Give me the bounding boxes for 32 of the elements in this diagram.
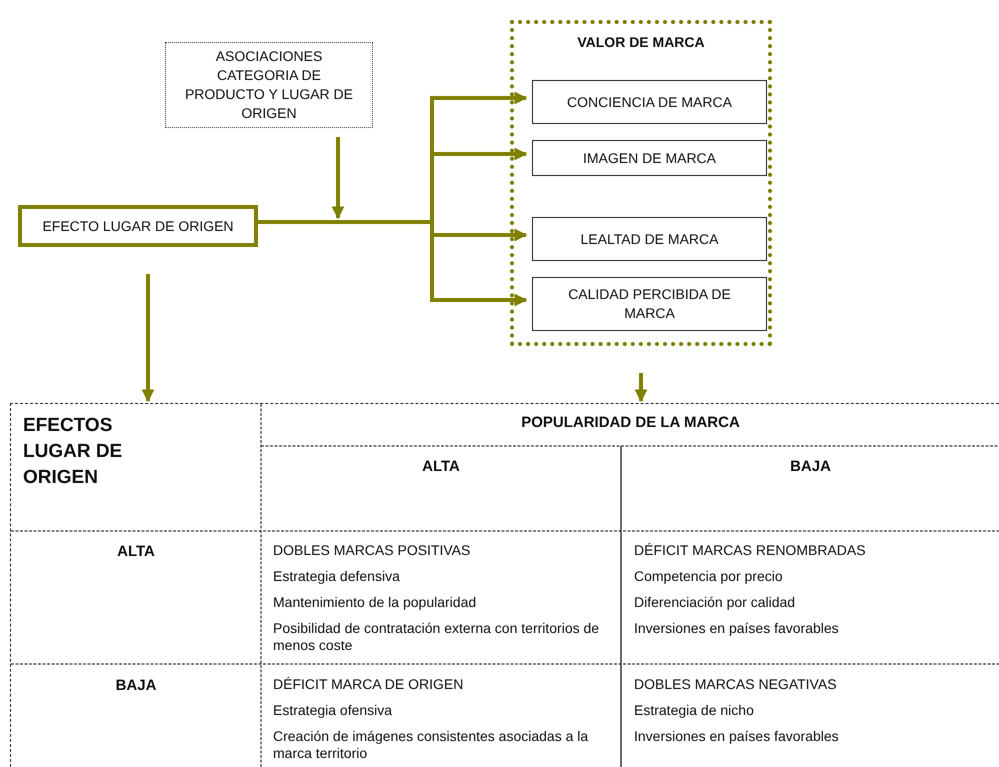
process-box: IMAGEN DE MARCA (532, 140, 767, 176)
cell-text: DÉFICIT MARCA DE ORIGEN (273, 676, 464, 693)
process-box: LEALTAD DE MARCA (532, 217, 767, 261)
cell-text: Estrategia ofensiva (273, 702, 394, 719)
cell-text: Diferenciación por calidad (634, 594, 796, 611)
arrow (634, 373, 648, 402)
cell-text: Competencia por precio (634, 568, 784, 585)
dotted-text-box: ASOCIACIONES CATEGORIA DE PRODUCTO Y LUGAR DE ORIGEN (165, 42, 373, 128)
header-cell-text: ALTA (421, 458, 461, 475)
header-cell-text: ALTA (116, 543, 156, 560)
cell-text: Posibilidad de contratación externa con territorios de menos coste (273, 620, 600, 654)
cell-text: Inversiones en países favorables (634, 728, 840, 745)
group-title: VALOR DE MARCA (576, 34, 706, 50)
cell-text: DOBLES MARCAS NEGATIVAS (634, 676, 838, 693)
cell-text: Estrategia defensiva (273, 568, 401, 585)
header-cell-text: EFECTOS LUGAR DE ORIGEN (23, 414, 124, 490)
cell-text: Creación de imágenes consistentes asociadas a la marca territorio (273, 728, 590, 762)
cell-text: DOBLES MARCAS POSITIVAS (273, 542, 472, 559)
cell-text: DÉFICIT MARCAS RENOMBRADAS (634, 542, 867, 559)
cell-text: Mantenimiento de la popularidad (273, 594, 478, 611)
header-cell-text: BAJA (114, 677, 158, 694)
cell-text: Inversiones en países favorables (634, 620, 840, 637)
process-box: CALIDAD PERCIBIDA DE MARCA (532, 277, 767, 331)
header-cell-text: POPULARIDAD DE LA MARCA (520, 414, 741, 431)
process-box: CONCIENCIA DE MARCA (532, 80, 767, 124)
cell-text: Estrategia de nicho (634, 702, 755, 719)
arrow (142, 274, 154, 402)
data-table (10, 403, 999, 767)
header-cell-text: BAJA (789, 458, 832, 475)
arrow (332, 137, 344, 220)
dotted-group-frame (510, 20, 772, 346)
process-box: EFECTO LUGAR DE ORIGEN (18, 205, 258, 247)
